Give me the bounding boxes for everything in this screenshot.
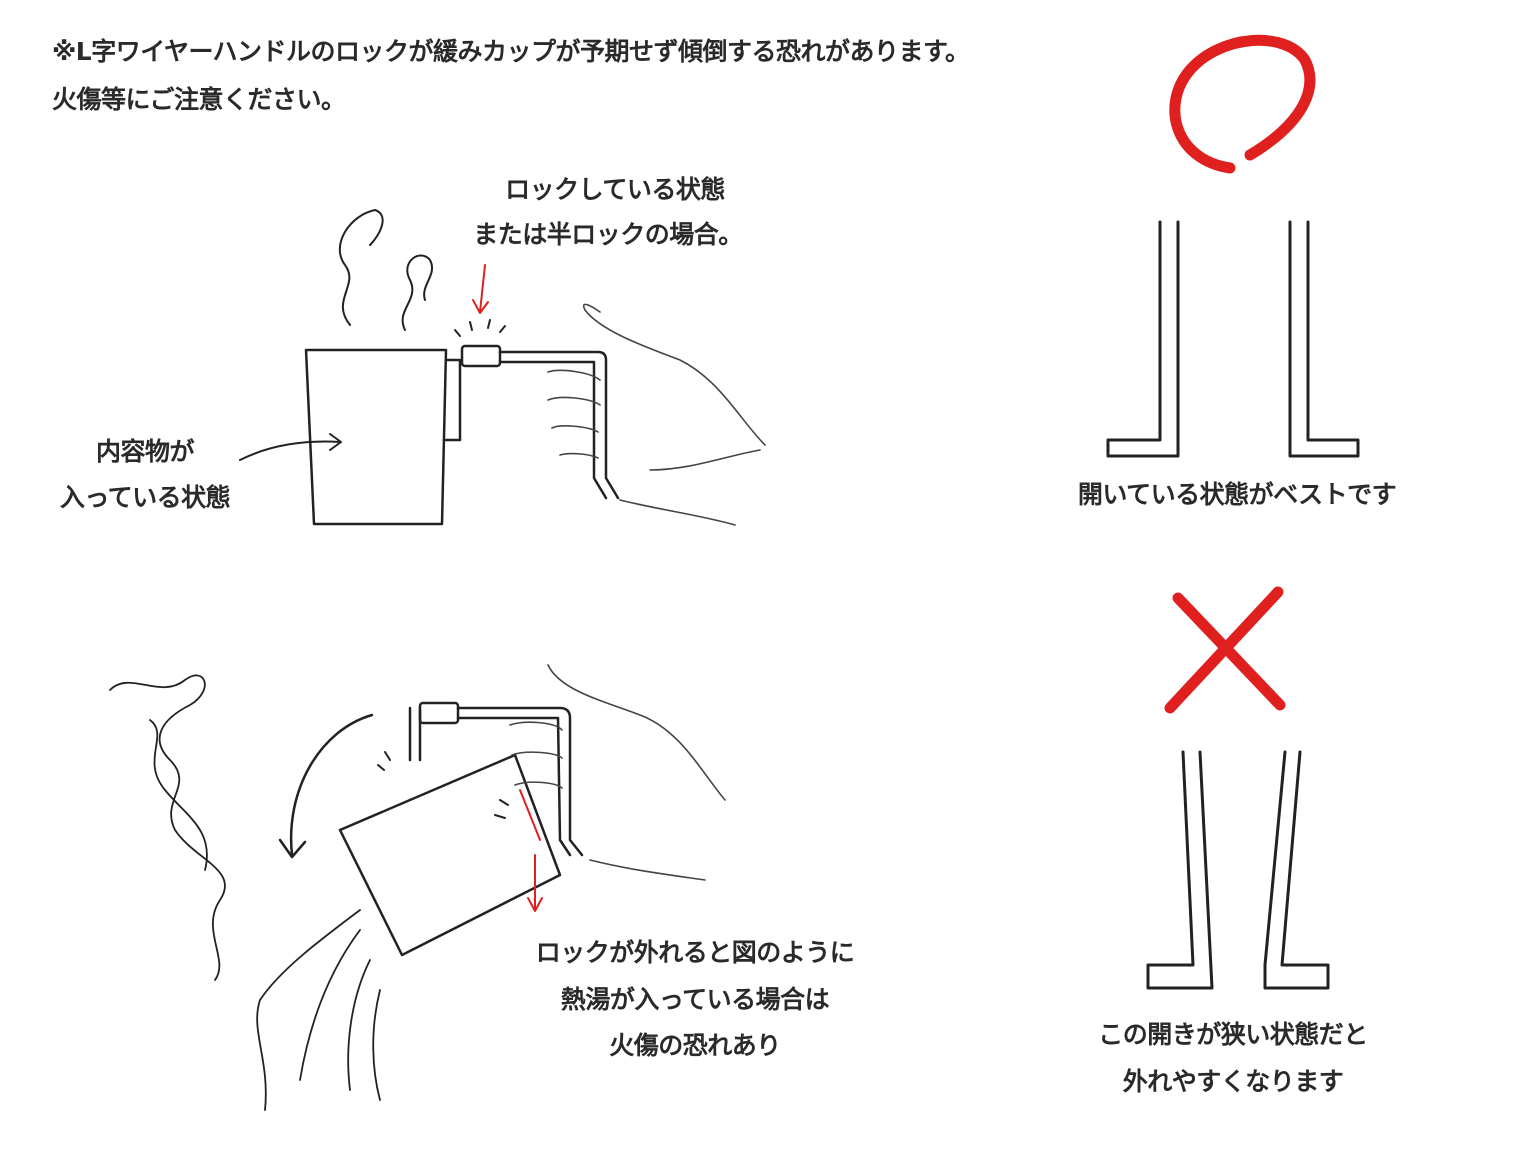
locked-label-line-2: または半ロックの場合。 <box>473 220 743 249</box>
danger-label-line-2: 熱湯が入っている場合は <box>560 985 830 1014</box>
notice-line-2: 火傷等にご注意ください。 <box>52 85 346 114</box>
spark-icon <box>454 319 506 337</box>
bad-label-line-1: この開きが狭い状態だと <box>1098 1020 1368 1049</box>
locked-label-line-1: ロックしている状態 <box>505 175 725 204</box>
narrow-handle-illustration <box>1146 750 1330 990</box>
open-handle-illustration <box>1106 220 1360 458</box>
burned-hand-icon <box>256 909 381 1111</box>
upright-cup-illustration <box>304 344 620 526</box>
circle-ok-icon <box>1169 34 1316 174</box>
contents-label-line-1: 内容物が <box>95 437 195 466</box>
steam-icon <box>338 209 433 331</box>
tilted-cup-illustration <box>338 701 584 957</box>
cross-ng-icon <box>1164 586 1286 714</box>
arrow-icon <box>472 264 489 314</box>
danger-label-line-3: 火傷の恐れあり <box>609 1031 781 1060</box>
spark-icon <box>377 751 509 819</box>
contents-label-line-2: 入っている状態 <box>59 483 231 512</box>
hand-icon <box>509 664 726 881</box>
rotation-arrow-icon <box>278 713 374 859</box>
hand-icon <box>547 303 766 526</box>
arrow-icon <box>239 433 342 461</box>
notice-line-1: ※L字ワイヤーハンドルのロックが緩みカップが予期せず傾倒する恐れがあります。 <box>52 37 970 66</box>
bad-label-line-2: 外れやすくなります <box>1122 1067 1344 1096</box>
steam-icon <box>109 674 226 981</box>
good-label: 開いている状態がベストです <box>1077 480 1397 509</box>
danger-label-line-1: ロックが外れると図のように <box>535 938 855 967</box>
